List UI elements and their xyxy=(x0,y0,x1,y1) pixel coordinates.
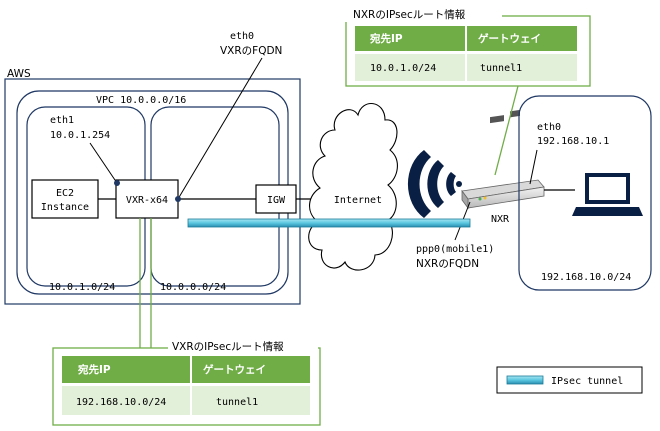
vxr-router xyxy=(115,179,179,219)
nxr-label: NXR xyxy=(491,214,510,225)
aws-label: AWS xyxy=(7,68,31,80)
legend-tunnel-swatch xyxy=(506,375,544,385)
lan-eth0-label: eth0 xyxy=(537,122,561,133)
ipsec-tunnel xyxy=(187,218,471,228)
aws-region xyxy=(4,78,301,305)
nxr-route-header-gateway: ゲートウェイ xyxy=(478,32,541,45)
legend: IPsec tunnel xyxy=(496,366,643,394)
vxr-eth1-label: eth1 xyxy=(50,115,74,126)
legend-label: IPsec tunnel xyxy=(551,376,623,387)
vxr-eth0-port xyxy=(175,196,181,202)
ec2-label-line2: Instance xyxy=(41,202,89,213)
lan-region xyxy=(518,95,652,291)
lan-subnet-label: 192.168.10.0/24 xyxy=(541,272,631,283)
nxr-route-table: NXRのIPsecルート情報 宛先IP ゲートウェイ 10.0.1.0/24 t… xyxy=(342,8,591,87)
ec2-label-line1: EC2 xyxy=(56,188,74,199)
nxr-router-icon xyxy=(461,109,545,210)
nxr-route-title: NXRのIPsecルート情報 xyxy=(353,8,466,21)
igw-label: IGW xyxy=(267,195,286,206)
vxr-eth0-fqdn: VXRのFQDN xyxy=(220,45,282,57)
nxr-ppp-fqdn: NXRのFQDN xyxy=(416,258,479,270)
internet-label: Internet xyxy=(334,195,382,206)
vxr-eth0-label: eth0 xyxy=(230,31,254,42)
igw-box xyxy=(255,184,297,214)
nxr-route-cell-gateway: tunnel1 xyxy=(480,63,522,74)
vxr-route-table: VXRのIPsecルート情報 宛先IP ゲートウェイ 192.168.10.0/… xyxy=(52,340,321,426)
vxr-eth1-ip: 10.0.1.254 xyxy=(50,130,110,141)
vxr-eth1-port xyxy=(114,180,120,186)
eth1-pointer xyxy=(89,142,118,184)
internet-cloud xyxy=(308,103,398,271)
vpc-label: VPC 10.0.0.0/16 xyxy=(96,95,186,106)
wireless-signal-icon xyxy=(407,150,462,218)
nxr-table-connector xyxy=(494,85,519,176)
vxr-route-title: VXRのIPsecルート情報 xyxy=(172,340,284,353)
public-subnet-label: 10.0.0.0/24 xyxy=(160,282,226,293)
nxr-ppp-label: ppp0(mobile1) xyxy=(416,244,494,255)
lan-eth0-pointer xyxy=(529,149,538,185)
vxr-route-header-gateway: ゲートウェイ xyxy=(203,363,266,376)
ec2-instance xyxy=(31,179,99,219)
laptop-icon xyxy=(572,173,643,216)
vxr-route-cell-dest: 192.168.10.0/24 xyxy=(76,397,166,408)
lan-eth0-ip: 192.168.10.1 xyxy=(537,136,609,147)
nxr-route-header-dest: 宛先IP xyxy=(369,32,403,45)
eth0-pointer xyxy=(177,57,263,200)
vxr-route-header-dest: 宛先IP xyxy=(77,363,111,376)
vxr-label: VXR-x64 xyxy=(126,195,168,206)
vxr-route-cell-gateway: tunnel1 xyxy=(216,397,258,408)
private-subnet-label: 10.0.1.0/24 xyxy=(49,282,115,293)
nxr-route-cell-dest: 10.0.1.0/24 xyxy=(370,63,436,74)
